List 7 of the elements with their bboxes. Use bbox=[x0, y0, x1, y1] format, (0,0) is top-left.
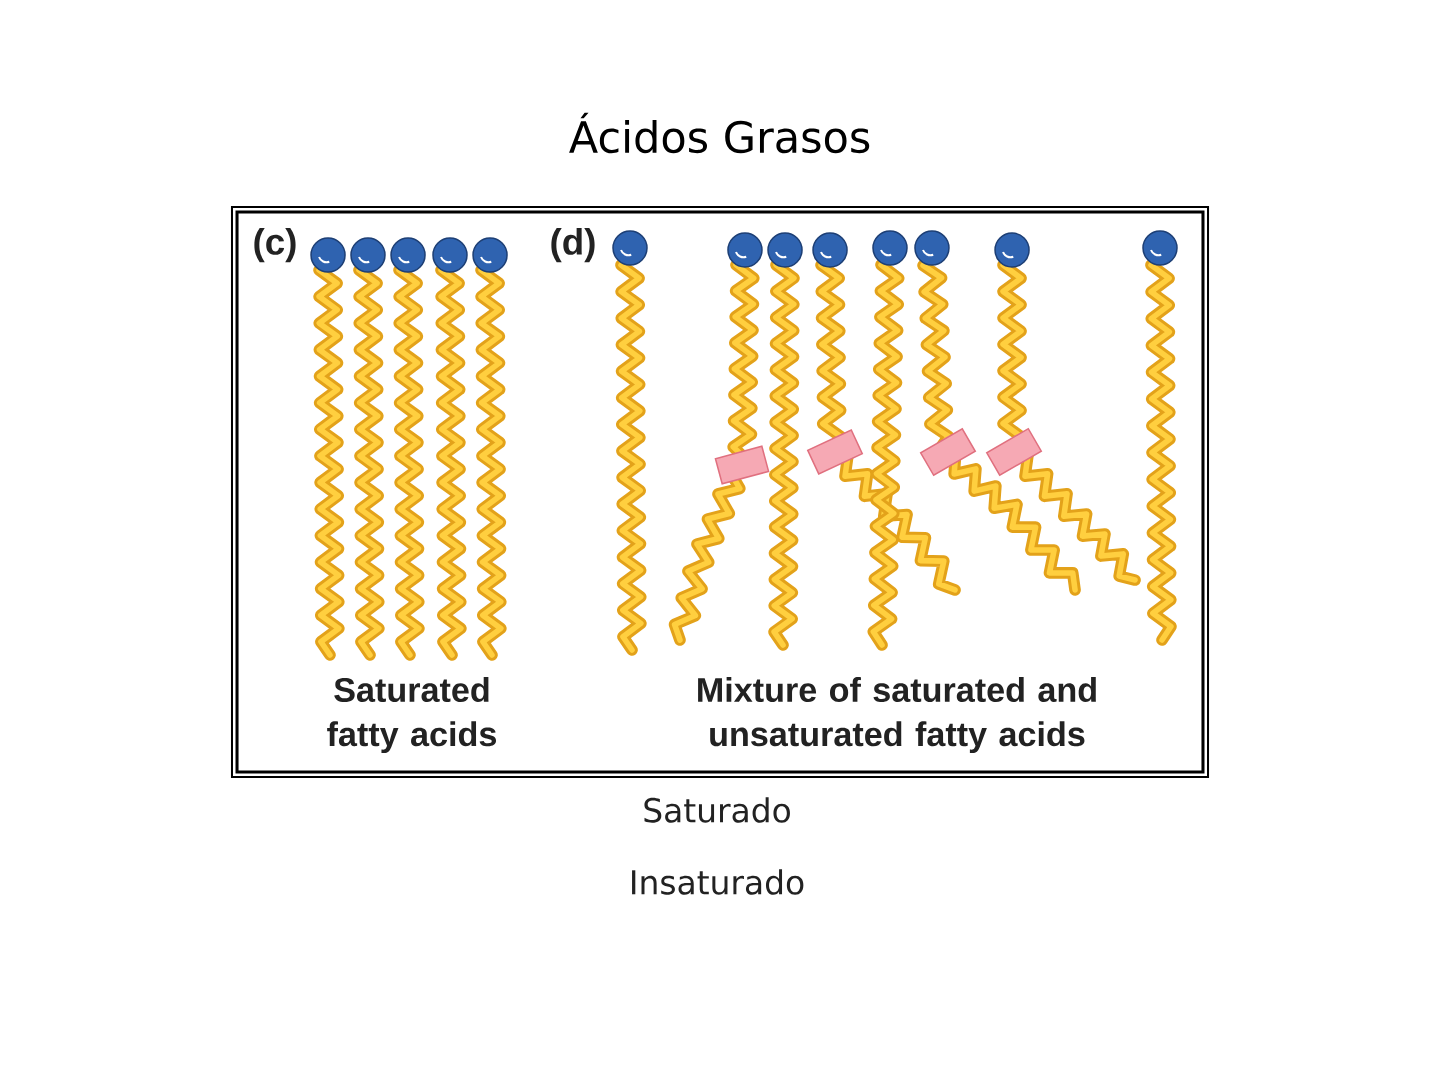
label: Saturado bbox=[644, 797, 790, 823]
panel-caption: Mixture of saturated and unsaturated fatty acids bbox=[698, 676, 1096, 754]
title: Ácidos Grasos bbox=[569, 112, 870, 154]
panel-label: (c) bbox=[254, 227, 296, 263]
label: Insaturado bbox=[632, 869, 804, 895]
panel-caption: Saturated fatty acids bbox=[327, 676, 497, 754]
panel-label: (d) bbox=[551, 227, 595, 263]
